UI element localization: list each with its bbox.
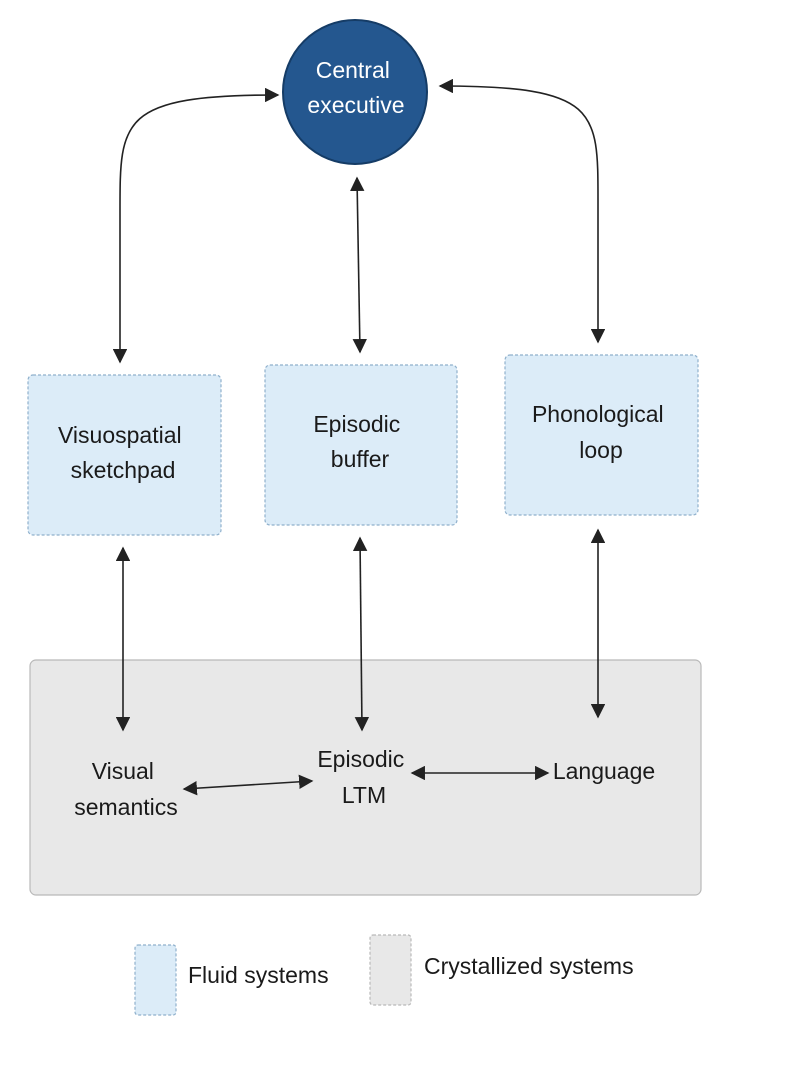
episodic-buffer-label: Episodic buffer — [313, 411, 406, 472]
arrow-buffer-episodic-ltm — [352, 536, 370, 732]
legend-fluid-label: Fluid systems — [188, 962, 329, 988]
legend-crystallized-label: Crystallized systems — [424, 953, 634, 979]
visuospatial-sketchpad-line-1: Visuospatial — [58, 422, 182, 448]
visuospatial-sketchpad-line-2: sketchpad — [71, 457, 176, 483]
episodic-buffer-box — [264, 364, 458, 526]
episodic-ltm-line-1: Episodic — [317, 746, 404, 772]
legend-crystallized-swatch — [369, 934, 412, 1006]
central-executive-line-1: Central — [316, 57, 390, 83]
episodic-buffer-line-2: buffer — [331, 446, 390, 472]
visual-semantics-label: Visual semantics — [74, 758, 178, 820]
central-executive-node — [282, 19, 428, 165]
central-executive-line-2: executive — [307, 92, 404, 118]
phonological-loop-box — [504, 354, 699, 516]
visual-semantics-line-1: Visual — [92, 758, 154, 784]
language-label: Language — [553, 758, 655, 784]
arrow-executive-phonological — [438, 78, 606, 344]
arrow-executive-visuospatial — [112, 87, 280, 364]
episodic-ltm-line-2: LTM — [342, 782, 386, 808]
visuospatial-sketchpad-label: Visuospatial sketchpad — [58, 422, 188, 483]
arrow-executive-buffer — [350, 176, 367, 354]
visuospatial-sketchpad-box — [27, 374, 222, 536]
phonological-loop-line-1: Phonological — [532, 401, 664, 427]
episodic-buffer-line-1: Episodic — [313, 411, 400, 437]
phonological-loop-label: Phonological loop — [532, 401, 670, 463]
central-executive-label: Central executive — [307, 57, 404, 118]
visual-semantics-line-2: semantics — [74, 794, 178, 820]
episodic-ltm-label: Episodic LTM — [317, 746, 410, 808]
legend-fluid-swatch — [134, 944, 177, 1016]
phonological-loop-line-2: loop — [579, 437, 622, 463]
arrow-visual-semantics-episodic-ltm — [182, 774, 314, 796]
language-line-1: Language — [553, 758, 655, 784]
